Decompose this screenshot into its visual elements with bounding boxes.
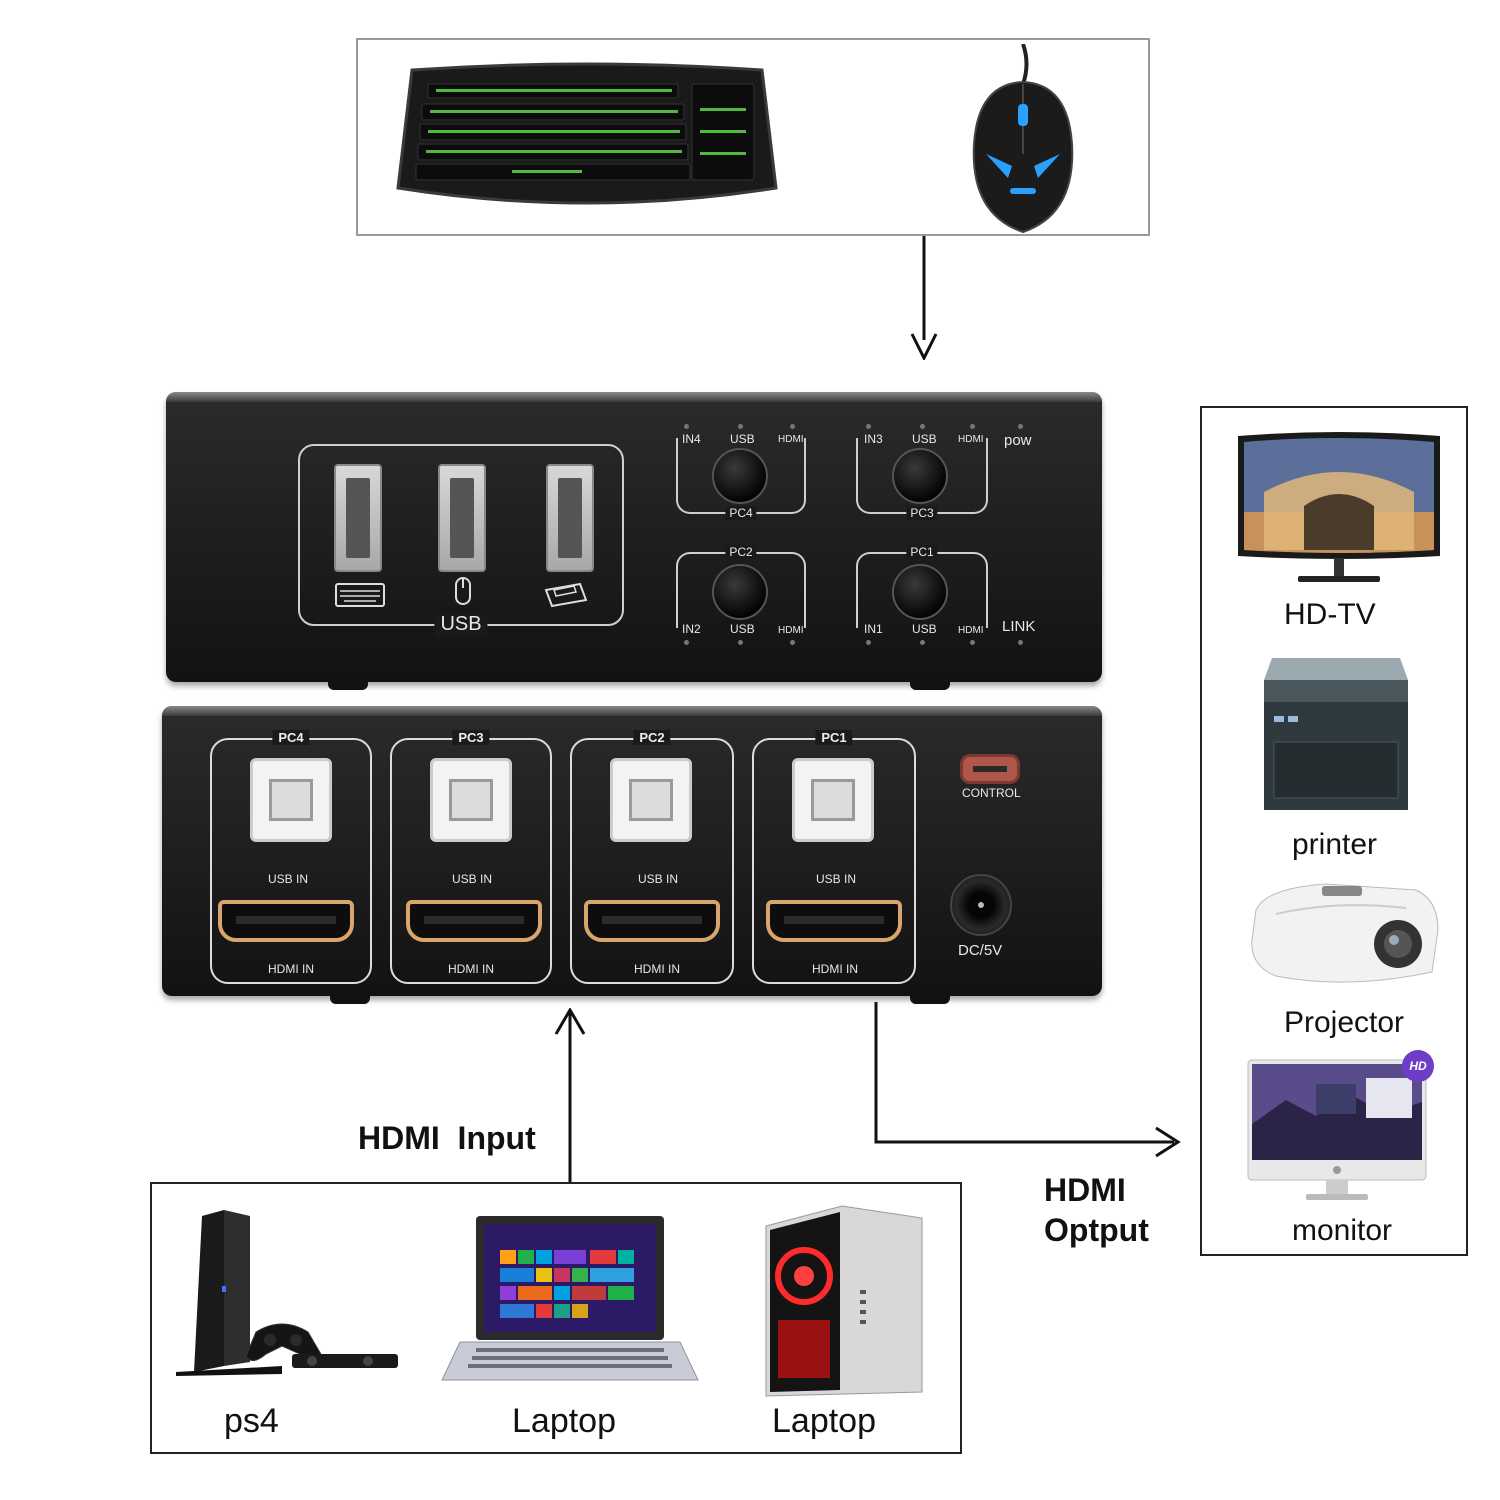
- projector-icon: [1251, 883, 1439, 983]
- in3-led-label: IN3: [864, 432, 883, 446]
- in1-led-label: IN1: [864, 622, 883, 636]
- usb-led-label: USB: [912, 432, 937, 446]
- mouse-icon: [972, 44, 1074, 234]
- hdmi-led-label: HDMI: [778, 434, 804, 445]
- usb-in-label: USB IN: [638, 872, 679, 886]
- usb-led-label: USB: [730, 432, 755, 446]
- kvm-switch-back-panel: PC4 USB IN HDMI IN PC3 USB IN HDMI IN PC…: [162, 706, 1102, 1004]
- usb-group-label: USB: [434, 613, 488, 636]
- pc1-port-box: PC1 USB IN HDMI IN: [752, 730, 916, 984]
- pc1-usb-b-port[interactable]: [792, 758, 874, 842]
- mouse-icon: [455, 577, 471, 605]
- hd-badge: HD: [1402, 1050, 1434, 1082]
- output-label-printer: printer: [1292, 828, 1378, 861]
- hdmi-led-label: HDMI: [958, 625, 984, 636]
- pc4-hdmi-port[interactable]: [218, 900, 354, 942]
- peripherals-box: [356, 38, 1150, 236]
- usb-in-label: USB IN: [816, 872, 857, 886]
- control-micro-usb-port[interactable]: [960, 754, 1020, 784]
- hdmi-in-label: HDMI IN: [448, 962, 494, 976]
- hdmi-in-label: HDMI IN: [268, 962, 314, 976]
- laptop-icon: [441, 1216, 699, 1381]
- pc2-selector-group: PC2 IN2 USB HDMI: [676, 545, 806, 636]
- pc2-port-label: PC2: [633, 730, 671, 745]
- dc-power-jack[interactable]: [950, 874, 1012, 936]
- pc2-select-button[interactable]: [712, 564, 768, 620]
- hdmi-in-label: HDMI IN: [812, 962, 858, 976]
- output-devices-box: HD-TV printer Projector HD monitor: [1200, 406, 1468, 1256]
- pc2-port-box: PC2 USB IN HDMI IN: [570, 730, 734, 984]
- arrow-down-to-switch: [910, 236, 938, 360]
- power-led-label: pow: [1004, 432, 1032, 449]
- usb-led-label: USB: [912, 622, 937, 636]
- pc4-usb-b-port[interactable]: [250, 758, 332, 842]
- pc2-usb-b-port[interactable]: [610, 758, 692, 842]
- usb-port-group: USB: [298, 444, 624, 636]
- usb-port-printer[interactable]: [546, 464, 594, 572]
- pc1-button-label: PC1: [906, 545, 938, 559]
- usb-port-keyboard[interactable]: [334, 464, 382, 572]
- pc3-selector-group: IN3 USB HDMI PC3: [856, 432, 988, 520]
- kvm-switch-front-panel: USB IN4 USB HDMI PC4 IN3 USB HDMI PC3 po…: [166, 392, 1102, 690]
- hdmi-input-label: HDMI Input: [358, 1120, 536, 1156]
- link-led-label: LINK: [1002, 618, 1036, 635]
- pc4-port-label: PC4: [272, 730, 310, 745]
- usb-port-mouse[interactable]: [438, 464, 486, 572]
- source-label-laptop: Laptop: [512, 1402, 616, 1440]
- hdmi-led-label: HDMI: [958, 434, 984, 445]
- in2-led-label: IN2: [682, 622, 701, 636]
- source-label-laptop-2: Laptop: [772, 1402, 876, 1440]
- ps4-console-icon: [176, 1210, 398, 1376]
- hdmi-led-label: HDMI: [778, 625, 804, 636]
- pc2-hdmi-port[interactable]: [584, 900, 720, 942]
- pc1-port-label: PC1: [815, 730, 853, 745]
- pc1-select-button[interactable]: [892, 564, 948, 620]
- printer-icon: [1264, 658, 1408, 810]
- in4-led-label: IN4: [682, 432, 701, 446]
- input-sources-box: ps4 Laptop Laptop: [150, 1182, 962, 1454]
- usb-in-label: USB IN: [268, 872, 309, 886]
- hdmi-output-label-line2: Optput: [1044, 1212, 1149, 1248]
- output-label-hd-tv: HD-TV: [1284, 598, 1376, 631]
- hdmi-output-label-line1: HDMI: [1044, 1172, 1126, 1208]
- pc3-select-button[interactable]: [892, 448, 948, 504]
- printer-icon: [544, 582, 588, 608]
- pc1-selector-group: PC1 IN1 USB HDMI: [856, 545, 988, 636]
- hdmi-in-label: HDMI IN: [634, 962, 680, 976]
- source-label-ps4: ps4: [224, 1402, 279, 1440]
- monitor-icon: [1247, 1059, 1427, 1200]
- pc4-port-box: PC4 USB IN HDMI IN: [210, 730, 372, 984]
- arrow-up-input: [554, 1008, 586, 1184]
- keyboard-icon: [396, 62, 778, 205]
- output-label-monitor: monitor: [1292, 1214, 1393, 1247]
- pc3-hdmi-port[interactable]: [406, 900, 542, 942]
- pc2-button-label: PC2: [725, 545, 757, 559]
- pc3-usb-b-port[interactable]: [430, 758, 512, 842]
- pc3-button-label: PC3: [906, 506, 938, 520]
- tv-icon: [1238, 432, 1440, 582]
- pc4-selector-group: IN4 USB HDMI PC4: [676, 432, 806, 520]
- pc3-port-label: PC3: [452, 730, 490, 745]
- desktop-pc-icon: [765, 1205, 923, 1397]
- keyboard-icon: [335, 583, 385, 607]
- output-label-projector: Projector: [1284, 1006, 1405, 1039]
- pc3-port-box: PC3 USB IN HDMI IN: [390, 730, 552, 984]
- usb-in-label: USB IN: [452, 872, 493, 886]
- pc4-select-button[interactable]: [712, 448, 768, 504]
- pc1-hdmi-port[interactable]: [766, 900, 902, 942]
- usb-led-label: USB: [730, 622, 755, 636]
- pc4-button-label: PC4: [725, 506, 757, 520]
- control-label: CONTROL: [962, 786, 1021, 800]
- dc-5v-label: DC/5V: [958, 942, 1003, 959]
- arrow-right-output: [874, 1002, 1181, 1158]
